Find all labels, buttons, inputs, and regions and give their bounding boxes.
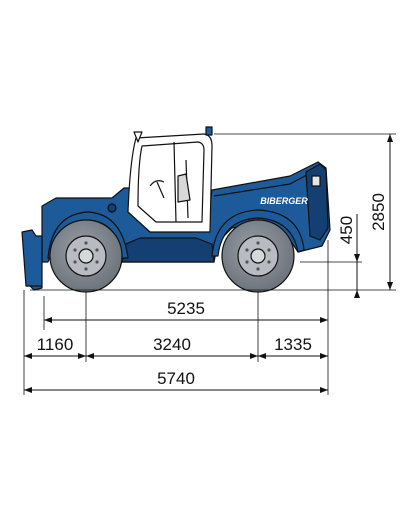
mirror-icon	[133, 131, 143, 143]
cab-pillar	[173, 141, 177, 223]
dimension-row-segments: 1160 3240 1335	[24, 335, 328, 359]
dimension-label-1335: 1335	[274, 335, 312, 354]
rear-lamp	[311, 175, 321, 187]
boom-pivot	[107, 203, 117, 213]
steering-wheel-icon	[149, 180, 165, 199]
dimension-overall-length: 5740	[24, 369, 328, 393]
dimension-label-1160: 1160	[37, 335, 74, 354]
dimension-ground-clearance: 450	[337, 214, 360, 298]
brand-label: BIBERGER	[260, 196, 308, 206]
rear-fender	[211, 209, 305, 257]
telehandler-vehicle: BIBERGER	[21, 126, 331, 293]
dimension-wheelbase-span: 5235	[44, 299, 328, 323]
dimension-label-5740: 5740	[157, 369, 195, 388]
extension-lines	[23, 133, 396, 395]
rear-wheel	[221, 219, 295, 293]
dimension-label-3240: 3240	[153, 335, 191, 354]
dimension-label-2850: 2850	[369, 193, 388, 231]
dimension-overall-height: 2850	[369, 134, 393, 290]
dimension-label-450: 450	[337, 216, 356, 244]
chassis-lower-panel	[121, 237, 215, 263]
cab-window	[137, 141, 205, 223]
beacon-icon	[205, 126, 213, 136]
fork-carriage	[21, 229, 43, 291]
seat-icon	[177, 173, 191, 203]
front-wheel	[49, 219, 123, 293]
dimension-label-5235: 5235	[167, 299, 205, 318]
